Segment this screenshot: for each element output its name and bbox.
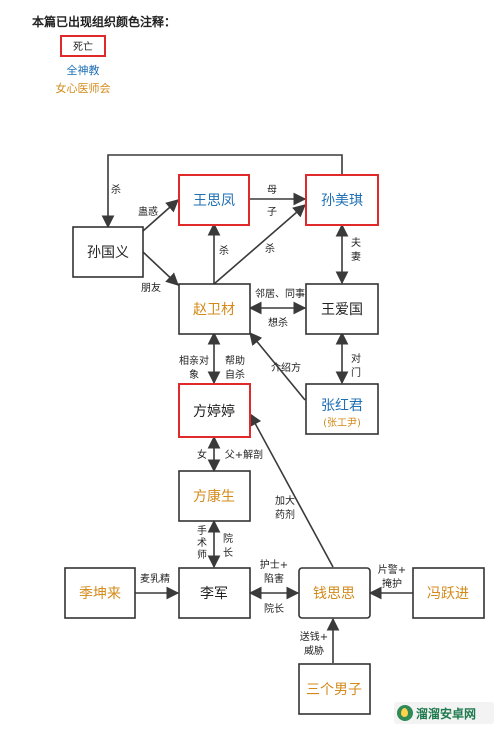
legend-org2: 女心医师会 (56, 81, 111, 95)
label-duimen-1: 对 (351, 352, 361, 365)
label-gouhuo: 蛊惑 (138, 205, 158, 218)
label-jieshao: 介绍方 (271, 361, 301, 374)
edge-guoyi-gouhuo-sifeng (142, 199, 179, 232)
node-fang-kangsheng-text: 方康生 (193, 488, 235, 505)
label-shoushu-1: 手 (197, 524, 207, 537)
label-hushi-1: 护士+ (260, 558, 288, 571)
node-li-jun-text: 李军 (200, 586, 228, 602)
label-fu-jiepou: 父+解剖 (225, 448, 263, 461)
node-wang-aiguo (305, 283, 379, 335)
label-yuanzhang2: 院长 (264, 602, 284, 615)
node-qian-sisi-text: 钱思思 (313, 586, 355, 602)
label-mu: 母 (267, 184, 277, 196)
label-fuqi-1: 夫 (351, 237, 361, 249)
node-wang-sifeng-text: 王思凤 (193, 193, 235, 209)
edge-weicai-kill-meiqi (213, 204, 306, 285)
label-shoushu-3: 师 (197, 548, 207, 561)
node-feng-yuejin (412, 567, 485, 619)
label-shoushu-2: 术 (197, 537, 207, 549)
node-fang-tingting-text: 方婷婷 (193, 404, 235, 420)
edge-hongjun-intro-weicai (249, 332, 306, 401)
edge-guoyi-friend-weicai (142, 251, 179, 286)
node-qian-sisi (298, 567, 371, 619)
node-feng-yuejin-text: 冯跃进 (427, 586, 469, 602)
label-duimen-2: 门 (351, 366, 361, 379)
label-pengyou: 朋友 (141, 281, 161, 294)
watermark-text: 溜溜安卓网 (416, 706, 477, 721)
label-xiangqin-2: 象 (189, 369, 199, 381)
legend-dead-box (60, 35, 106, 57)
node-zhao-weicai (178, 283, 251, 335)
watermark: 溜溜安卓网 (394, 702, 494, 724)
label-nv: 女 (197, 448, 207, 461)
label-jiada-1: 加大 (275, 494, 295, 507)
legend-dead-label: 死亡 (73, 40, 93, 53)
edge-sisi-drug-tingting (249, 412, 334, 568)
label-songqian-1: 送钱+ (300, 630, 328, 643)
node-zhang-hongjun-text: 张红君 (321, 398, 363, 414)
label-bangzhu-1: 帮助 (225, 354, 245, 367)
label-kill-top: 杀 (111, 183, 121, 196)
label-pianjing-2: 掩护 (382, 577, 402, 590)
watermark-logo-icon (397, 705, 413, 721)
label-jiada-2: 药剂 (275, 508, 295, 521)
node-fang-kangsheng (178, 470, 251, 522)
label-mairujing: 麦乳精 (140, 572, 170, 585)
label-hushi-2: 陷害 (264, 572, 284, 585)
label-sha-left: 杀 (219, 244, 229, 257)
label-pianjing-1: 片警+ (378, 563, 406, 576)
label-bangzhu-2: 自杀 (225, 368, 245, 381)
node-ji-kunlai-text: 季坤来 (79, 586, 121, 602)
node-wang-sifeng (178, 174, 250, 226)
label-linju: 邻居、同事 (255, 287, 305, 300)
node-fang-tingting (178, 383, 251, 438)
node-li-jun (178, 567, 251, 619)
label-yuanzhang1-2: 长 (223, 547, 233, 559)
label-sha-diag: 杀 (265, 242, 275, 255)
label-xiangsha: 想杀 (268, 316, 288, 329)
node-zhang-hongjun (305, 383, 379, 435)
node-three-men-text: 三个男子 (306, 682, 362, 698)
node-sun-meiqi (305, 174, 379, 226)
node-sun-meiqi-text: 孙美琪 (321, 193, 363, 209)
edge-meiqi-kill-guoyi (101, 154, 343, 229)
label-zi: 子 (267, 206, 277, 218)
legend-title: 本篇已出现组织颜色注释： (32, 14, 176, 29)
label-xiangqin-1: 相亲对 (179, 354, 209, 367)
node-zhang-hongjun-alias: (张工尹) (323, 417, 361, 429)
legend-org1: 全神教 (67, 63, 100, 77)
label-songqian-2: 威胁 (304, 644, 324, 657)
label-yuanzhang1-1: 院 (223, 532, 233, 545)
node-wang-aiguo-text: 王爱国 (321, 302, 363, 318)
node-sun-guoyi (72, 226, 144, 278)
node-ji-kunlai (64, 567, 136, 619)
label-fuqi-2: 妻 (351, 250, 361, 263)
node-sun-guoyi-text: 孙国义 (87, 245, 129, 261)
node-three-men (298, 663, 371, 715)
node-zhao-weicai-text: 赵卫材 (193, 302, 235, 318)
